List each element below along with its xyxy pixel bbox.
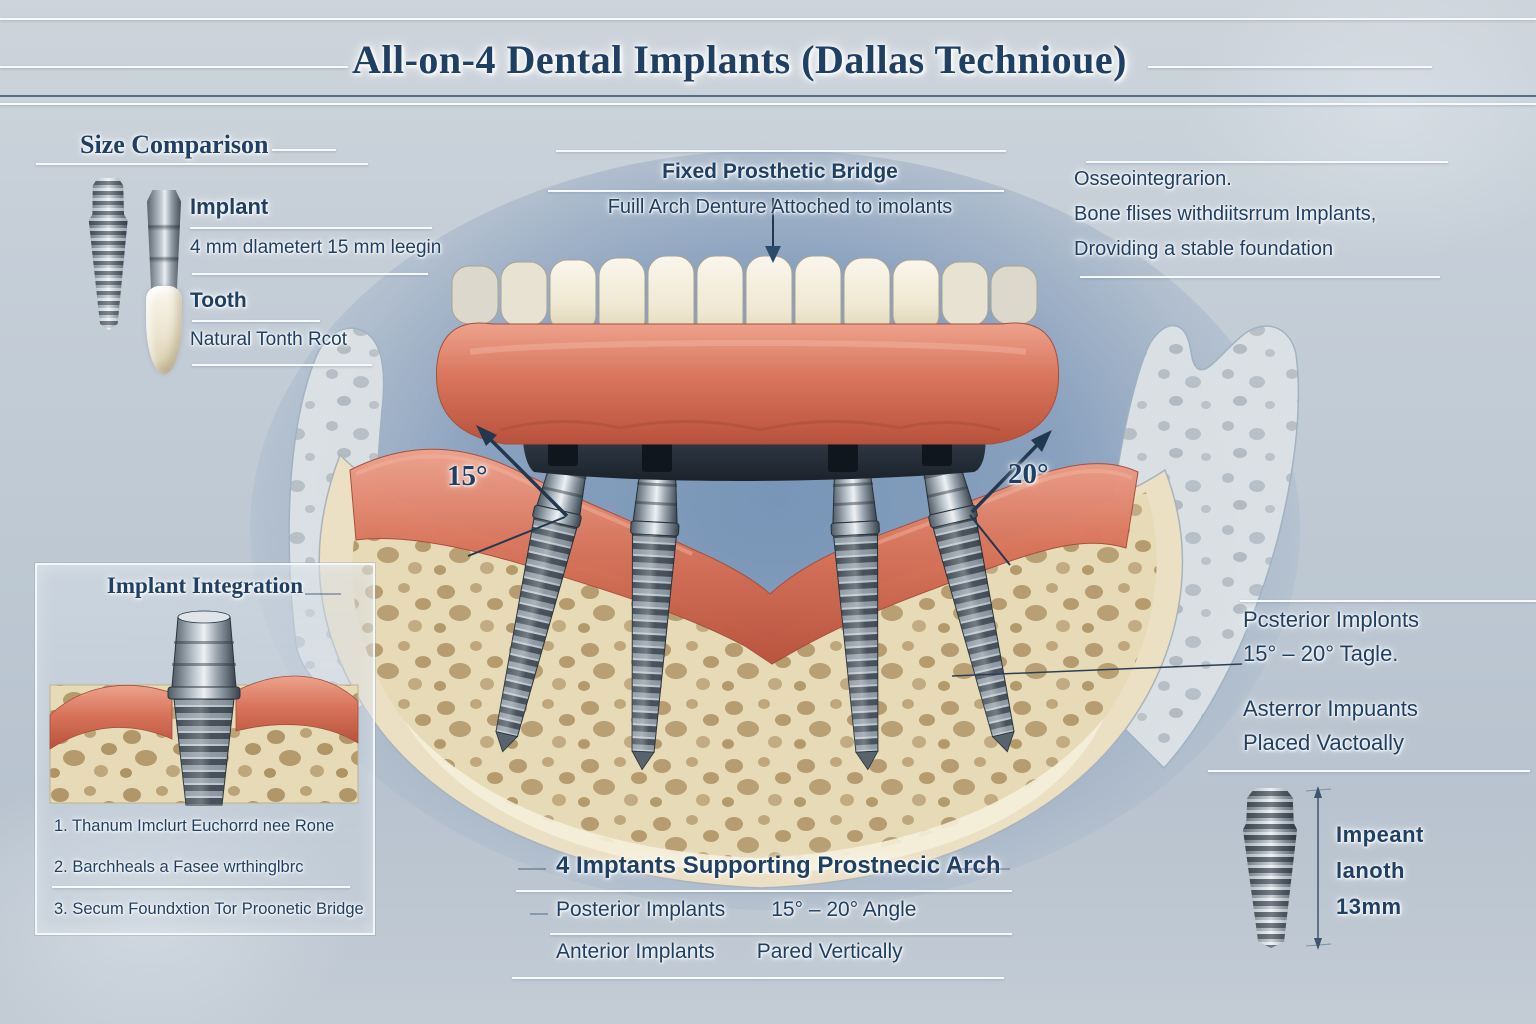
implant-integration-box: Implant Integration 1. Thanum Imclurt Eu… xyxy=(35,563,375,935)
bottom-note-3: Anterior Implants Pared Vertically xyxy=(556,940,903,964)
note-divider xyxy=(550,933,1012,935)
length-label-2: lanoth xyxy=(1336,858,1405,883)
title-left-line xyxy=(0,66,348,68)
note-divider xyxy=(516,890,1012,892)
bottom-note-2: Posterior Implants 15° – 20° Angle xyxy=(556,898,916,922)
osseo-line-top xyxy=(1086,161,1448,163)
tooth-desc: Natural Tonth Rcot xyxy=(190,329,348,350)
anterior-title: Asterror Impuants xyxy=(1243,696,1418,721)
implant-figure xyxy=(88,178,128,330)
heading-dash xyxy=(272,149,336,151)
header-divider-light xyxy=(0,103,1536,105)
bottom-note-2-value: 15° – 20° Angle xyxy=(771,898,917,921)
osseo-line1: Osseointegrarion. xyxy=(1074,168,1232,190)
tooth-figure xyxy=(146,286,182,374)
label-underline xyxy=(190,227,432,229)
label-underline xyxy=(192,364,372,366)
right-callout-bottom-line xyxy=(1208,770,1530,772)
right-angle-label: 20° xyxy=(1008,458,1049,490)
bridge-heading: Fixed Prosthetic Bridge xyxy=(662,160,898,183)
size-comparison-heading: Size Comparison xyxy=(80,130,269,159)
osseo-line3: Droviding a stable foundation xyxy=(1074,238,1334,260)
implant-label: Implant xyxy=(190,194,269,219)
top-border-line xyxy=(0,18,1536,20)
length-label-3: 13mm xyxy=(1336,894,1402,919)
length-label-1: Impeant xyxy=(1336,822,1424,847)
tooth-label: Tooth xyxy=(190,289,247,312)
label-underline xyxy=(192,273,428,275)
length-implant-figure xyxy=(1243,788,1297,948)
integration-step-2: 2. Barchheals a Fasee wrthinglbrc xyxy=(54,858,304,876)
right-callout-top-line xyxy=(1240,600,1536,602)
steps-divider xyxy=(52,886,350,888)
bottom-note-3-value: Pared Vertically xyxy=(756,940,903,963)
integration-illustration xyxy=(49,610,359,806)
left-angle-label: 15° xyxy=(447,460,488,492)
title-right-line xyxy=(1148,66,1432,68)
note-dash xyxy=(518,868,546,870)
bottom-note-2-label: Posterior Implants xyxy=(556,898,726,921)
bottom-note-3-label: Anterior Implants xyxy=(556,940,715,963)
page-title: All-on-4 Dental Implants (Dallas Technio… xyxy=(352,37,1127,82)
implant-dimensions: 4 mm dlametert 15 mm leegin xyxy=(190,237,442,258)
note-divider xyxy=(512,977,1004,979)
header-divider-dark xyxy=(0,95,1536,97)
integration-step-3: 3. Secum Foundxtion Tor Proonetic Bridge xyxy=(54,900,364,918)
integration-step-1: 1. Thanum Imclurt Euchorrd nee Rone xyxy=(54,817,335,835)
center-blue-background xyxy=(250,150,1300,910)
note-dash xyxy=(948,868,1010,870)
posterior-value: 15° – 20° Tagle. xyxy=(1243,641,1399,666)
bridge-line-top xyxy=(556,150,1006,152)
heading-dash xyxy=(305,593,341,595)
bridge-subheading: Fuill Arch Denture Attoched to imolants xyxy=(607,196,953,218)
bridge-line-mid xyxy=(548,190,1004,192)
anterior-value: Placed Vactoally xyxy=(1243,730,1405,755)
integration-heading: Implant Integration xyxy=(106,573,304,598)
osseo-line-bottom xyxy=(1080,276,1440,278)
section-underline xyxy=(36,163,368,165)
posterior-title: Pcsterior Implonts xyxy=(1243,607,1420,632)
note-dash xyxy=(530,913,548,915)
label-underline xyxy=(192,320,320,322)
abutment-figure xyxy=(147,190,181,304)
osseo-line2: Bone flises withdiitsrrum Implants, xyxy=(1074,203,1377,225)
bottom-note-1: 4 Imptants Supporting Prostnecic Arch xyxy=(556,852,1001,879)
